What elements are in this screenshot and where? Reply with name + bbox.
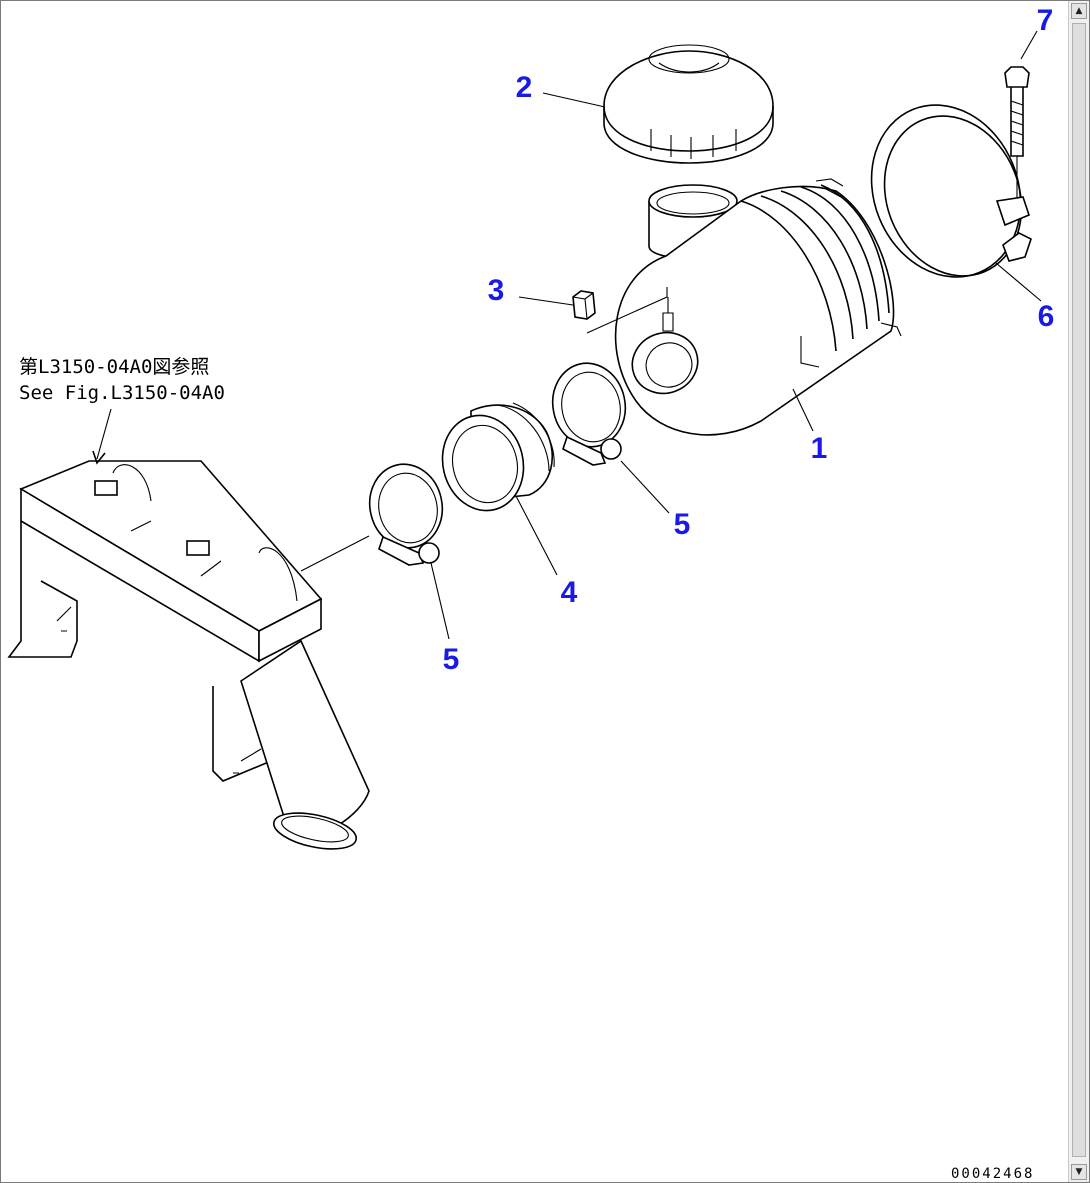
- callout-labels: 1 2 3 4 5 5 6 7: [443, 4, 1055, 676]
- document-number: 00042468: [951, 1166, 1034, 1182]
- part-air-cleaner-body: [614, 178, 902, 436]
- scroll-down-arrow-icon[interactable]: ▼: [1071, 1164, 1087, 1180]
- part-duct-assembly: [7, 408, 370, 850]
- leader-lines: [430, 30, 1042, 640]
- callout-2: 2: [516, 71, 533, 104]
- callout-5-lower: 5: [443, 643, 460, 676]
- part-band-clamp: [870, 104, 1032, 278]
- part-bolt: [1004, 66, 1030, 206]
- part-hose-clamp-upper: [551, 362, 627, 466]
- scroll-up-arrow-icon[interactable]: ▲: [1071, 3, 1087, 19]
- vertical-scrollbar[interactable]: ▲ ▼: [1068, 1, 1089, 1182]
- callout-1: 1: [811, 432, 828, 465]
- callout-7: 7: [1037, 4, 1054, 37]
- exploded-parts-diagram: 1 2 3 4 5 5 6 7 第L3150-04A0図参照 See Fig.L…: [7, 4, 1055, 1182]
- reference-note-english: See Fig.L3150-04A0: [19, 382, 225, 404]
- parts-diagram-canvas: 1 2 3 4 5 5 6 7 第L3150-04A0図参照 See Fig.L…: [1, 1, 1069, 1182]
- callout-4: 4: [561, 576, 578, 609]
- part-hose-clamp-lower: [368, 463, 444, 566]
- callout-6: 6: [1038, 300, 1055, 333]
- figure-reference-note: 第L3150-04A0図参照 See Fig.L3150-04A0: [19, 356, 225, 404]
- reference-note-japanese: 第L3150-04A0図参照: [19, 356, 209, 378]
- callout-3: 3: [488, 274, 505, 307]
- part-nut: [572, 287, 668, 334]
- part-rubber-hose: [441, 402, 555, 512]
- callout-5-upper: 5: [674, 508, 691, 541]
- part-cover-cap: [603, 44, 774, 164]
- scrollbar-thumb[interactable]: [1072, 23, 1086, 1157]
